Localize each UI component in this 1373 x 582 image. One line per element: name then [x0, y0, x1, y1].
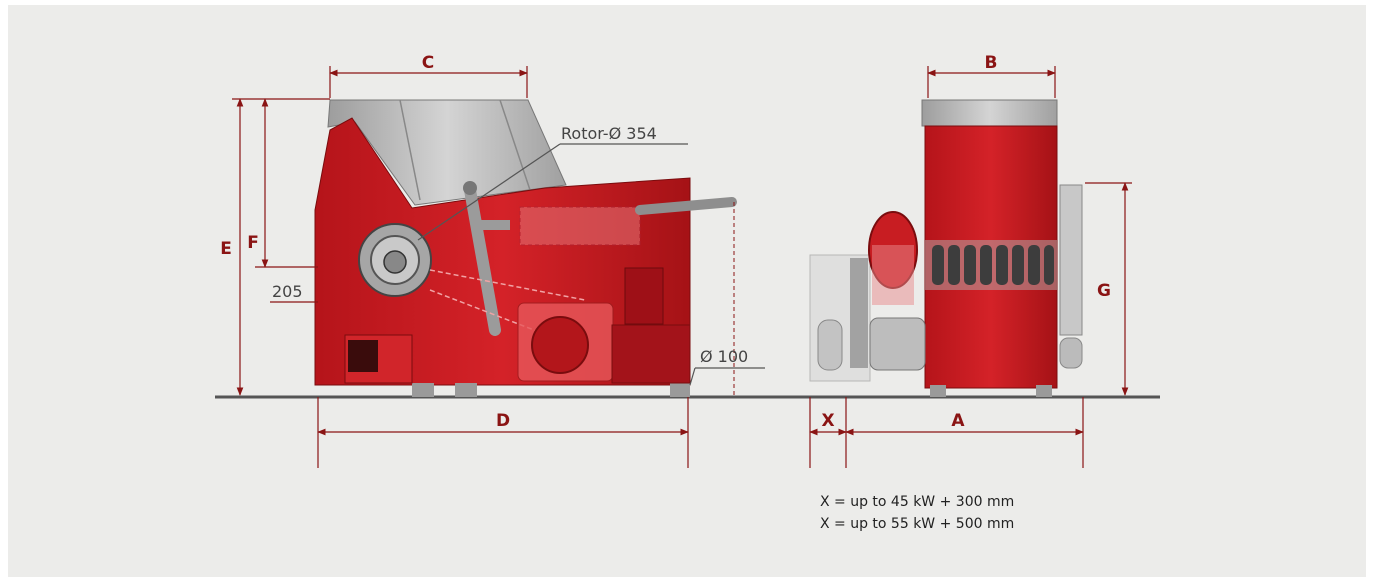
dim-label-g: G	[1097, 281, 1111, 301]
side-view-machine	[314, 99, 737, 397]
dim-label-d: D	[496, 411, 510, 431]
dim-label-b: B	[985, 53, 998, 73]
front-view-machine	[809, 99, 1083, 397]
note-line-1: X = up to 45 kW + 300 mm	[820, 494, 1014, 510]
front-hopper	[921, 99, 1058, 127]
front-motor	[869, 317, 926, 371]
dim-label-x: X	[821, 411, 834, 431]
dim-label-a: A	[951, 411, 965, 431]
dimension-lines	[232, 66, 1132, 468]
dim-label-205: 205	[272, 282, 303, 301]
dim-label-e: E	[220, 239, 232, 259]
note-line-2: X = up to 55 kW + 500 mm	[820, 516, 1014, 532]
hydraulic-unit	[611, 324, 691, 384]
dim-label-c: C	[422, 53, 434, 73]
hydraulic-cylinder	[519, 206, 641, 246]
outlet-label: Ø 100	[700, 347, 748, 366]
rotor-label: Rotor-Ø 354	[561, 124, 657, 143]
dim-label-f: F	[247, 233, 259, 253]
rotor-cutters	[932, 245, 1054, 285]
hopper	[327, 99, 567, 206]
